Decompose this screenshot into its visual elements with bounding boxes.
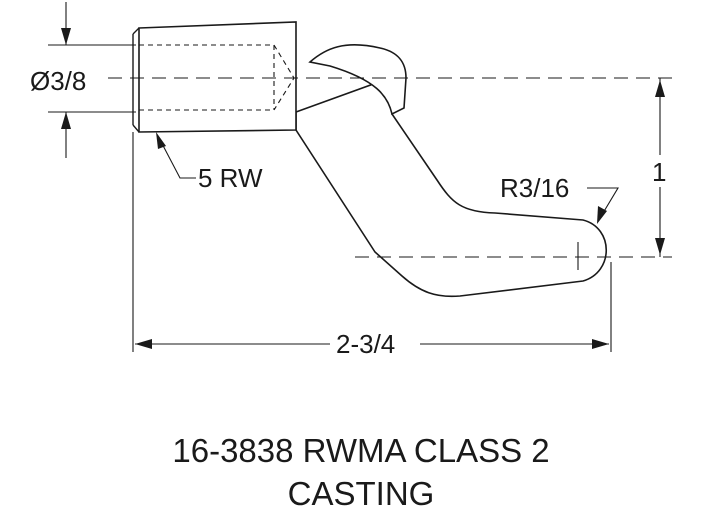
taper-callout: 5 RW	[156, 132, 263, 193]
radius-callout: R3/16	[500, 173, 619, 224]
offset-label: 1	[652, 157, 666, 187]
shank-chamfer	[132, 27, 140, 133]
length-label: 2-3/4	[336, 329, 395, 359]
material-caption: CASTING	[288, 475, 435, 512]
electrode-shank	[138, 21, 297, 133]
electrode-cap	[308, 44, 407, 116]
taper-label: 5 RW	[198, 163, 263, 193]
caption: 16-3838 RWMA CLASS 2 CASTING	[172, 432, 549, 512]
diameter-dimension: Ø3/8	[30, 2, 136, 158]
length-dimension: 2-3/4	[132, 132, 612, 359]
part-outline	[132, 21, 607, 298]
diameter-label: Ø3/8	[30, 66, 86, 96]
part-number-caption: 16-3838 RWMA CLASS 2	[172, 432, 549, 469]
offset-dimension: 1	[648, 78, 672, 257]
radius-label: R3/16	[500, 173, 569, 203]
centerlines	[108, 77, 672, 270]
